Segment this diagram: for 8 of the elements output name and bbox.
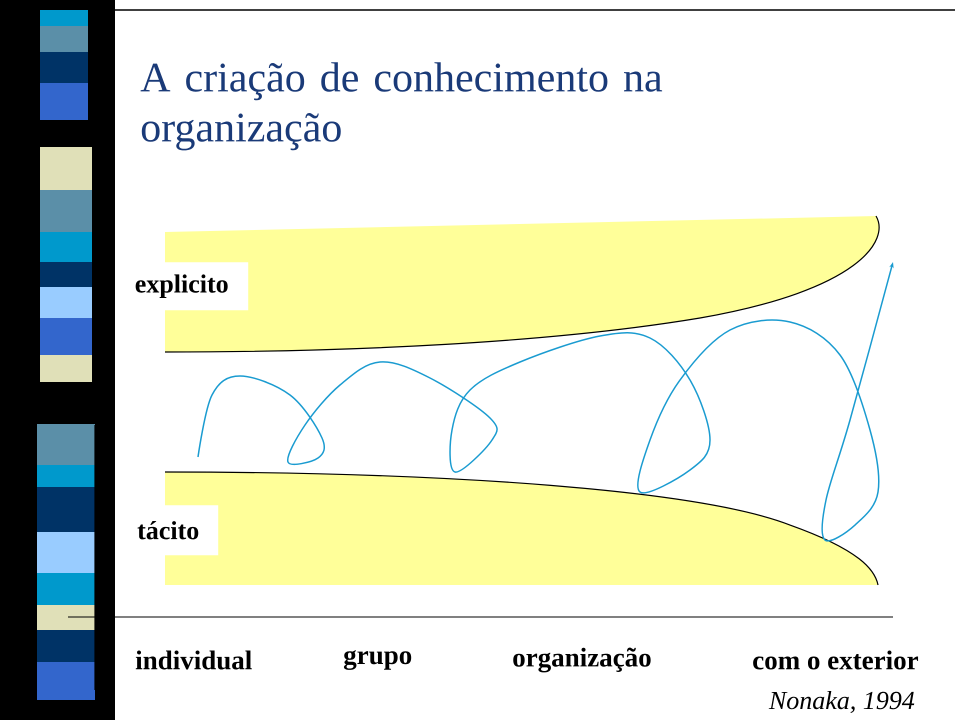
axis-label: com o exterior	[753, 650, 918, 670]
citation: Nonaka, 1994	[768, 691, 914, 714]
axis-label: individual	[136, 650, 252, 670]
band: tácito	[118, 471, 879, 586]
axis-label: organização	[513, 648, 651, 672]
axis-label: grupo	[344, 650, 412, 670]
title: A criação de conhecimento na organização	[140, 62, 662, 150]
band: explicito	[115, 216, 880, 353]
